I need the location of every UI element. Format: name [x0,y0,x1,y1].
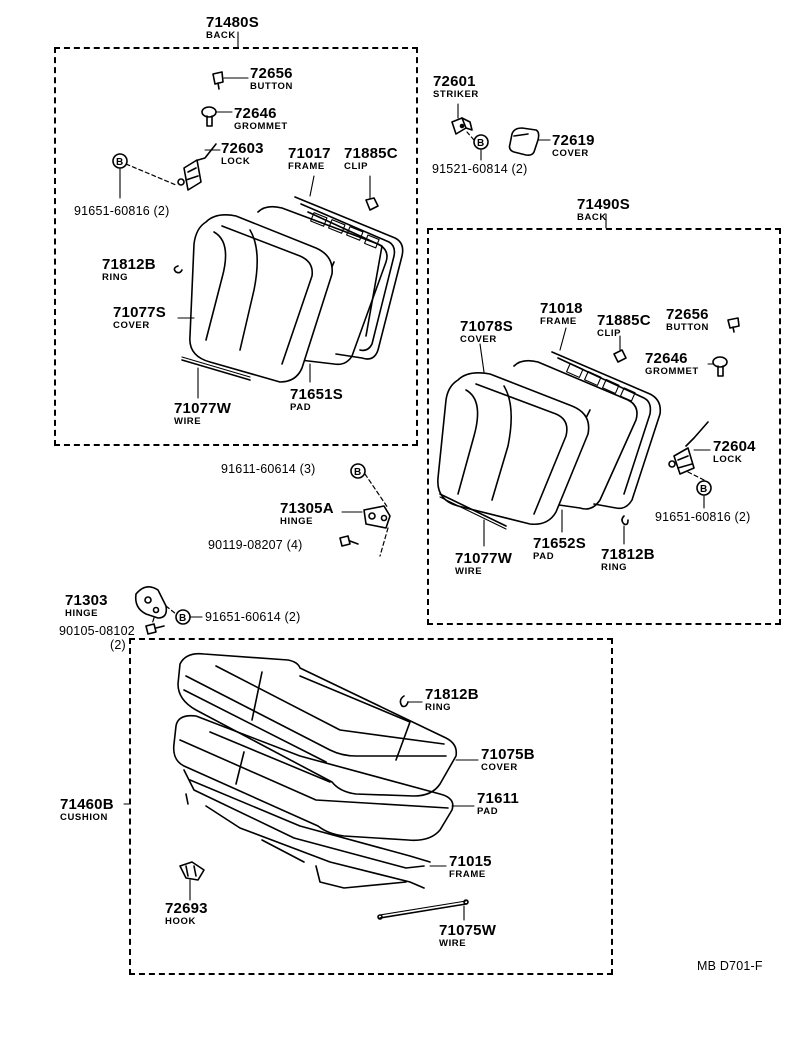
diagram-code: MB D701-F [697,959,763,973]
ring-71812b-right-drawing [621,515,629,545]
cover-71078s-drawing [437,343,590,526]
pad-71611-drawing [172,714,475,842]
bolt-symbol-letter: B [477,138,484,149]
fastener-91521-60814-label: 91521-60814 (2) [432,162,528,176]
part-71015-label: 71015 FRAME [449,853,492,880]
bolt-symbol-letter: B [700,484,707,495]
part-71017-label: 71017 FRAME [288,145,331,172]
button-72656-left-drawing [212,71,249,90]
part-71303-label: 71303 HINGE [65,592,108,619]
part-72646-left-label: 72646 GROMMET [234,105,288,132]
part-71078s-label: 71078S COVER [460,318,513,345]
cover-71077s-drawing [177,214,333,383]
hinge-71305a-drawing [341,505,391,557]
part-72619-label: 72619 COVER [552,132,595,159]
group-back-left-label: 71480S BACK [206,14,259,41]
part-71077w-right-label: 71077W WIRE [455,550,513,577]
frame-71018-drawing [551,327,662,510]
lock-72603-drawing [177,143,221,191]
part-71075w-label: 71075W WIRE [439,922,497,949]
part-71077w-left-label: 71077W WIRE [174,400,232,427]
grommet-72646-left-drawing [201,106,233,127]
fastener-91651-60614-label: 91651-60614 (2) [205,610,301,624]
lock-72604-drawing [668,421,711,475]
part-72656-right-label: 72656 BUTTON [666,306,710,333]
part-71812b-center-label: 71812B RING [425,686,479,713]
clip-71885c-right-drawing [613,335,627,363]
cover-71075b-drawing [177,652,479,797]
part-71305a-label: 71305A HINGE [280,500,334,527]
part-71812b-right-label: 71812B RING [601,546,655,573]
part-72646-right-label: 72646 GROMMET [645,350,699,377]
fastener-90119-08207-label: 90119-08207 (4) [208,538,303,552]
back-right-group-frame [427,228,781,625]
hinge-71303-drawing [134,586,177,619]
wire-71075w-drawing [377,899,469,921]
bolt-symbol-right-drawing: B [687,471,712,509]
group-back-right-label: 71490S BACK [577,196,630,223]
wire-71077w-right-drawing [439,493,507,547]
grommet-72646-right-drawing [707,356,728,377]
part-71885c-right-label: 71885C CLIP [597,312,651,339]
bolt-symbol-letter: B [179,613,186,624]
bolt-symbol-letter: B [354,467,361,478]
bolt-symbol-hinge-lower-drawing: B [175,609,203,625]
fastener-90105-08102-label: 90105-08102 [59,624,135,638]
hook-72693-drawing [179,861,205,901]
group-cushion-label: 71460B CUSHION [60,796,114,823]
clip-71885c-left-drawing [365,175,379,211]
part-72603-label: 72603 LOCK [221,140,264,167]
bolt-symbol-striker-drawing: B [466,131,489,161]
back-left-group-frame [54,47,418,446]
part-72604-label: 72604 LOCK [713,438,756,465]
fastener-91651-60816-right-label: 91651-60816 (2) [655,510,751,524]
part-71075b-label: 71075B COVER [481,746,535,773]
part-71651s-label: 71651S PAD [290,386,343,413]
ring-71812b-left-drawing [173,265,183,274]
cushion-group-frame [129,638,613,975]
bolt-90119-drawing [339,535,359,547]
part-72656-left-label: 72656 BUTTON [250,65,294,92]
part-71812b-left-label: 71812B RING [102,256,156,283]
fastener-91651-60816-left-label: 91651-60816 (2) [74,204,170,218]
part-71652s-label: 71652S PAD [533,535,586,562]
part-71077s-label: 71077S COVER [113,304,166,331]
wire-71077w-left-drawing [181,356,251,399]
striker-72601-drawing [451,103,473,135]
part-71885c-left-label: 71885C CLIP [344,145,398,172]
bolt-90105-drawing [145,617,165,635]
bolt-symbol-hinge-top-drawing: B [350,463,389,509]
fastener-90105-08102-qty-label: (2) [110,638,126,652]
fastener-91611-60614-label: 91611-60614 (3) [221,462,316,476]
bolt-symbol-left-drawing: B [112,153,177,199]
cover-72619-drawing [508,127,551,156]
ring-71812b-center-drawing [399,695,423,708]
button-72656-right-drawing [727,317,740,333]
part-71018-label: 71018 FRAME [540,300,583,327]
frame-71015-drawing [183,769,447,889]
part-72693-label: 72693 HOOK [165,900,208,927]
bolt-symbol-letter: B [116,157,123,168]
part-72601-label: 72601 STRIKER [433,73,479,100]
part-71611-label: 71611 PAD [477,790,519,817]
